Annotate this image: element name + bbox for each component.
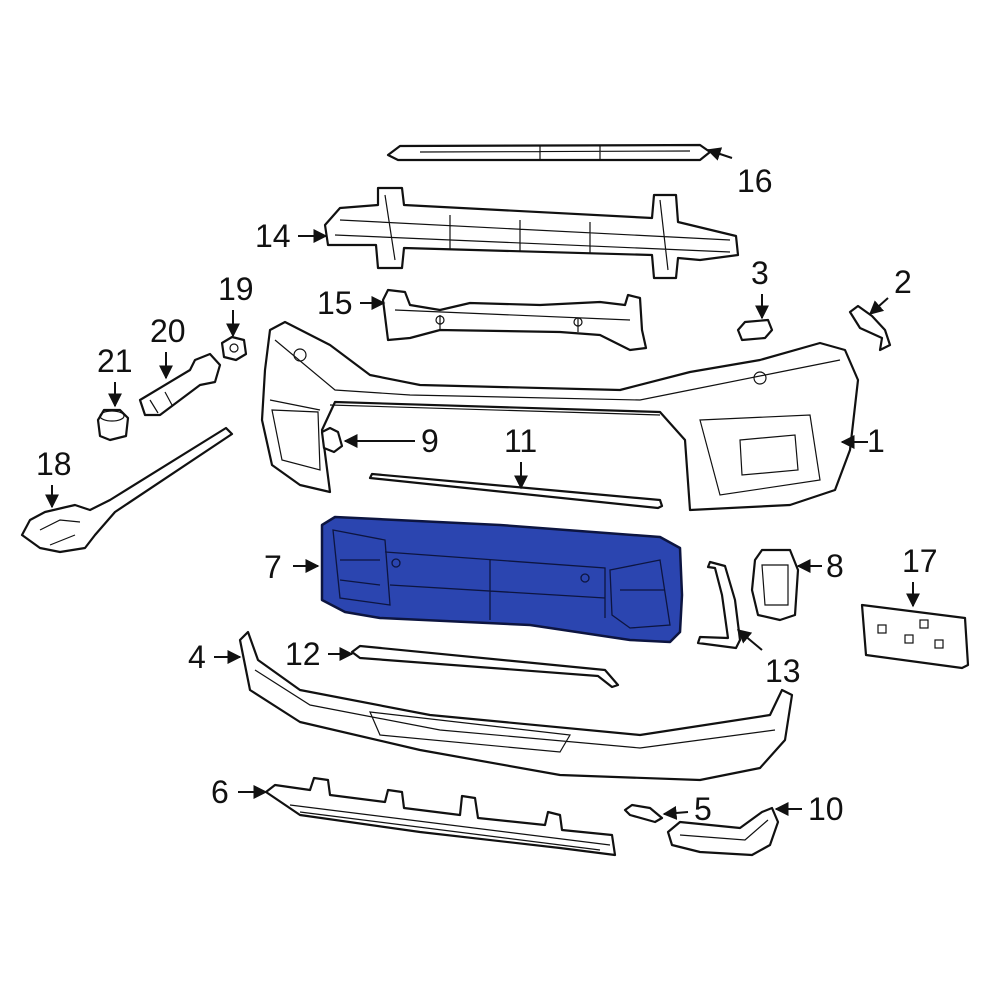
part-18-tow-hook[interactable] bbox=[20, 426, 234, 554]
callout-14[interactable]: 14 bbox=[255, 218, 291, 254]
part-1-bumper-fascia[interactable] bbox=[260, 320, 860, 512]
part-7-grille-highlighted[interactable] bbox=[320, 515, 684, 644]
part-3-clip[interactable] bbox=[736, 318, 774, 342]
part-10-corner-trim[interactable] bbox=[666, 806, 780, 857]
arrow-2 bbox=[868, 297, 889, 315]
callout-19[interactable]: 19 bbox=[218, 271, 254, 307]
callout-2[interactable]: 2 bbox=[894, 264, 912, 300]
callout-21[interactable]: 21 bbox=[97, 343, 133, 379]
arrow-5 bbox=[662, 805, 689, 820]
part-14-reinforcement-beam[interactable] bbox=[323, 186, 740, 280]
callout-labels: 1 2 3 4 5 6 7 8 9 10 11 12 13 14 15 16 1… bbox=[36, 163, 938, 827]
callout-10[interactable]: 10 bbox=[808, 791, 844, 827]
arrow-13 bbox=[736, 629, 763, 651]
callout-1[interactable]: 1 bbox=[867, 423, 885, 459]
part-9-sensor[interactable] bbox=[320, 426, 344, 454]
callout-5[interactable]: 5 bbox=[694, 791, 712, 827]
callout-17[interactable]: 17 bbox=[902, 543, 938, 579]
part-2-bracket[interactable] bbox=[848, 304, 892, 352]
part-15-bracket[interactable] bbox=[381, 288, 648, 352]
callout-13[interactable]: 13 bbox=[765, 653, 801, 689]
callout-6[interactable]: 6 bbox=[211, 774, 229, 810]
part-17-license-bracket[interactable] bbox=[860, 603, 970, 670]
part-8-bezel[interactable] bbox=[750, 548, 800, 622]
part-16-upper-cover[interactable] bbox=[386, 143, 712, 162]
callout-4[interactable]: 4 bbox=[188, 639, 206, 675]
part-19-nut[interactable] bbox=[220, 335, 248, 362]
part-5-clip[interactable] bbox=[623, 803, 664, 824]
part-20-tow-hook-sleeve[interactable] bbox=[138, 352, 222, 417]
callout-arrows bbox=[45, 147, 920, 820]
part-13-trim[interactable] bbox=[696, 560, 742, 650]
callout-8[interactable]: 8 bbox=[826, 548, 844, 584]
callout-15[interactable]: 15 bbox=[317, 285, 353, 321]
callout-20[interactable]: 20 bbox=[150, 313, 186, 349]
arrow-16 bbox=[706, 147, 733, 161]
part-12-strip[interactable] bbox=[350, 644, 620, 689]
callout-7[interactable]: 7 bbox=[264, 549, 282, 585]
callout-16[interactable]: 16 bbox=[737, 163, 773, 199]
callout-11[interactable]: 11 bbox=[504, 423, 537, 459]
part-21-cap[interactable] bbox=[96, 408, 130, 442]
callout-18[interactable]: 18 bbox=[36, 446, 72, 482]
part-11-molding[interactable] bbox=[368, 472, 664, 510]
callout-3[interactable]: 3 bbox=[751, 255, 769, 291]
callout-9[interactable]: 9 bbox=[421, 423, 439, 459]
part-6-skid-plate[interactable] bbox=[264, 776, 617, 857]
callout-12[interactable]: 12 bbox=[285, 636, 321, 672]
part-4-lower-fascia[interactable] bbox=[238, 630, 794, 782]
